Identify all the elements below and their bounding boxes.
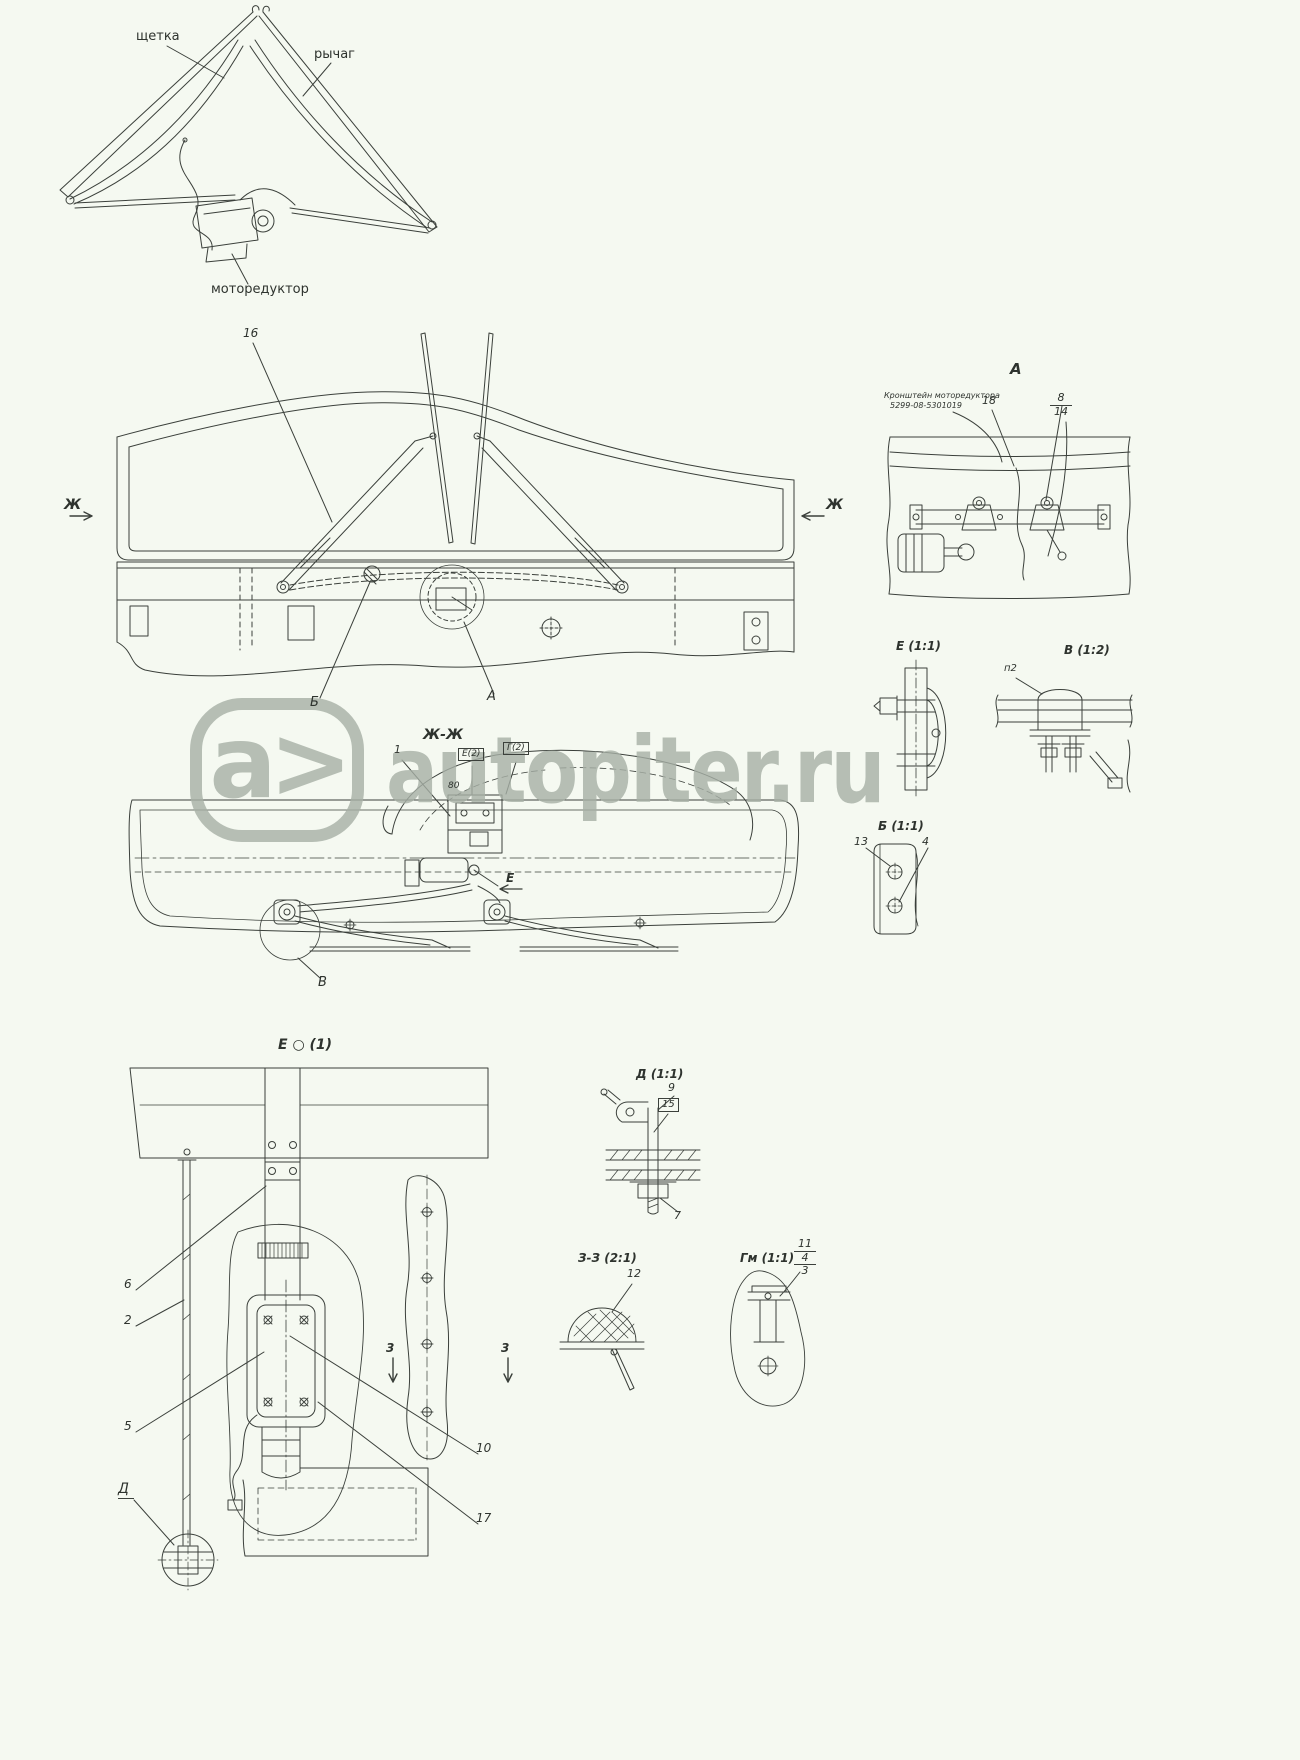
callout-18: 18 <box>982 394 996 407</box>
detail-v-title: В (1:2) <box>1064 643 1110 657</box>
callout-4-gm: 4 <box>794 1250 816 1265</box>
callout-10: 10 <box>476 1441 492 1455</box>
detail-zz-drawing <box>559 1283 645 1391</box>
callout-16: 16 <box>243 326 259 340</box>
plan-view-title: Ж-Ж <box>423 727 464 743</box>
callout-6: 6 <box>124 1277 132 1291</box>
detail-callout-v: В <box>318 975 327 990</box>
label-gearmotor: моторедуктор <box>211 282 309 297</box>
dimension-80: 80 <box>448 781 460 791</box>
detail-zz-title: З-З (2:1) <box>578 1251 637 1265</box>
plan-view-drawing <box>128 749 800 979</box>
callout-2: 2 <box>124 1313 132 1327</box>
detail-e-small-drawing <box>873 659 947 799</box>
section-mark-zh-left: Ж <box>64 497 82 513</box>
callout-17: 17 <box>476 1511 492 1525</box>
label-arm: рычаг <box>314 47 355 62</box>
label-brush: щетка <box>136 29 180 44</box>
detail-callout-a: А <box>487 689 496 704</box>
section-mark-3-right: 3 <box>501 1341 510 1355</box>
callout-4-b: 4 <box>922 835 929 848</box>
callout-13: 13 <box>854 835 868 848</box>
section-mark-zh-right: Ж <box>826 497 844 513</box>
detail-callout-d: Д <box>118 1482 134 1499</box>
mount-view-title: Е ○ (1) <box>278 1037 333 1053</box>
callout-stack-8-14: 8 14 <box>1050 391 1072 419</box>
detail-callout-b: Б <box>310 695 319 710</box>
callout-1: 1 <box>394 743 401 756</box>
wiper-assembly-sketch <box>59 5 438 285</box>
callout-11: 11 <box>798 1237 812 1250</box>
detail-d-drawing <box>600 1088 701 1215</box>
callout-5: 5 <box>124 1419 132 1433</box>
detail-a-title: А <box>1010 360 1022 378</box>
detail-d-title: Д (1:1) <box>636 1067 684 1081</box>
callout-3-gm: 3 <box>794 1264 816 1278</box>
detail-b-small-drawing <box>865 843 929 935</box>
detail-a-note-line2: 5299-08-5301019 <box>890 401 962 410</box>
boxed-label-g2: Г(2) <box>503 742 529 755</box>
label-p2: п2 <box>1004 663 1017 674</box>
callout-stack-11-4-3: 11 4 3 <box>794 1237 816 1278</box>
callout-12: 12 <box>627 1267 641 1280</box>
view-arrow-e-label: Е <box>506 871 515 885</box>
detail-a-drawing <box>886 405 1131 599</box>
boxed-callout-15: 15 <box>658 1098 679 1112</box>
detail-b-small-title: Б (1:1) <box>878 819 924 833</box>
callout-9: 9 <box>668 1081 675 1094</box>
callout-14: 14 <box>1050 404 1072 419</box>
detail-a-note-line1: Кронштейн моторедуктора <box>884 391 1000 400</box>
detail-gm-drawing <box>730 1270 806 1407</box>
boxed-label-e2: Е(2) <box>458 748 485 761</box>
detail-gm-title: Гм (1:1) <box>740 1251 795 1265</box>
detail-e-small-title: Е (1:1) <box>896 639 941 653</box>
callout-7: 7 <box>674 1209 681 1222</box>
detail-v-drawing <box>995 677 1133 793</box>
callout-8: 8 <box>1057 391 1065 404</box>
mount-view-drawing <box>129 1067 513 1591</box>
section-mark-3-left: 3 <box>386 1341 395 1355</box>
front-view-drawing <box>69 332 825 699</box>
